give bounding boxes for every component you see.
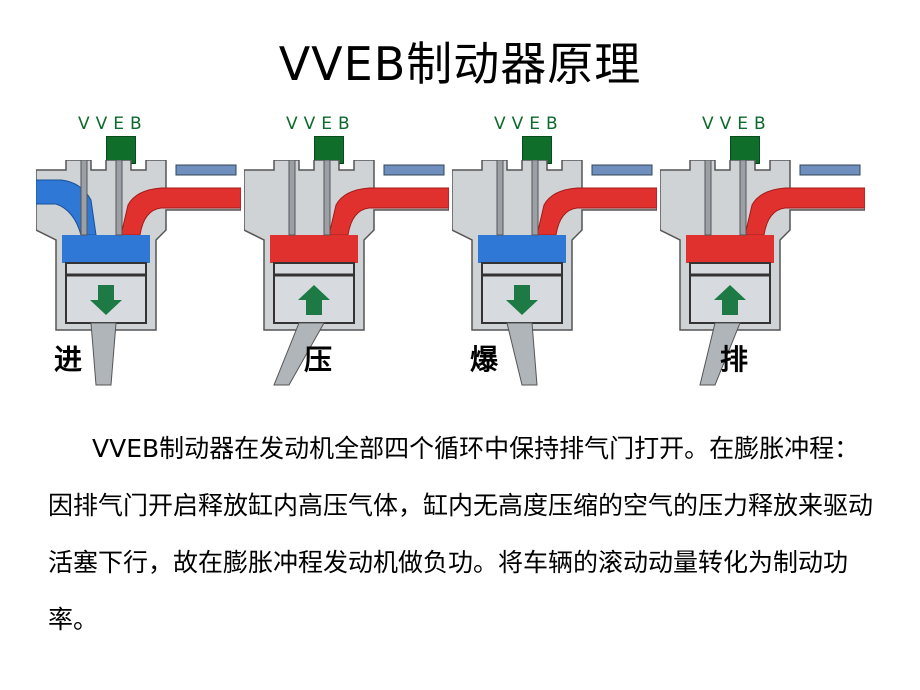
- stroke-panel-intake: VVEB 进: [36, 110, 241, 390]
- stroke-panel-compression: VVEB 压: [244, 110, 449, 390]
- description-paragraph: VVEB制动器在发动机全部四个循环中保持排气门打开。在膨胀冲程：因排气门开启释放…: [48, 434, 874, 634]
- vveb-label: VVEB: [286, 114, 356, 134]
- engine-stroke-diagram: VVEB 进 VVEB: [36, 110, 866, 390]
- engine-cylinder-graphic: [244, 160, 449, 386]
- engine-cylinder-graphic: [452, 160, 657, 386]
- stroke-label: 压: [304, 343, 333, 376]
- engine-cylinder-graphic: [36, 160, 241, 386]
- stroke-label: 爆: [470, 343, 499, 376]
- vveb-label: VVEB: [78, 114, 148, 134]
- stroke-label: 排: [720, 343, 749, 376]
- stroke-label: 进: [54, 343, 83, 376]
- engine-cylinder-graphic: [660, 160, 865, 386]
- vveb-label: VVEB: [494, 114, 564, 134]
- stroke-panel-power: VVEB 爆: [452, 110, 657, 390]
- vveb-label: VVEB: [702, 114, 772, 134]
- page-title: VVEB制动器原理: [278, 37, 642, 91]
- stroke-panel-exhaust: VVEB 排: [660, 110, 865, 390]
